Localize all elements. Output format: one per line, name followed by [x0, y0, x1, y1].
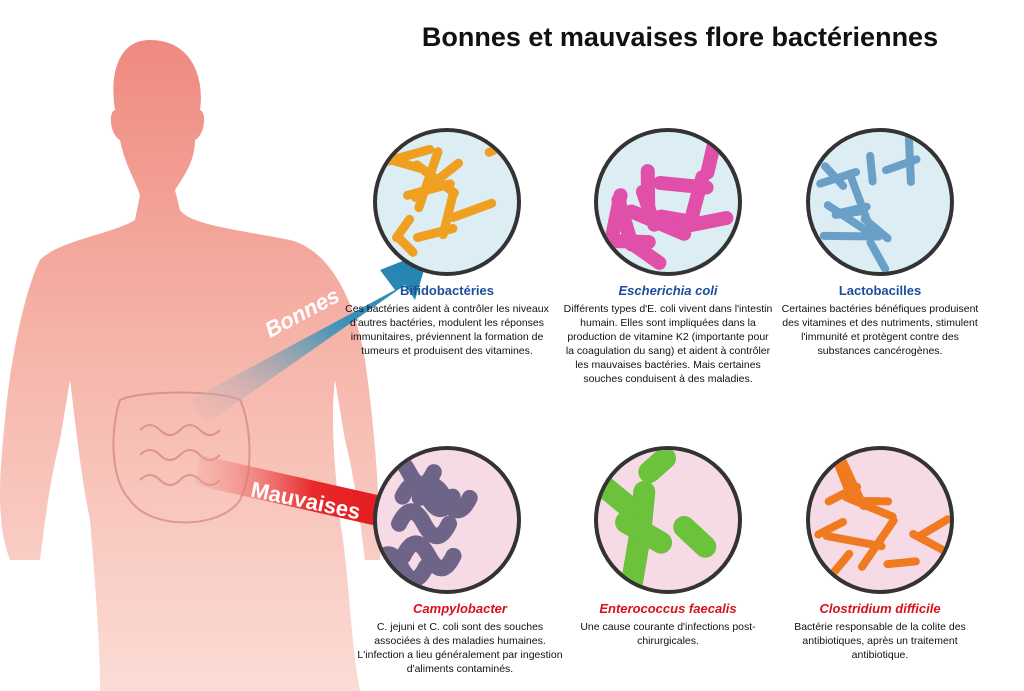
enterococcus-circle: [594, 446, 742, 594]
lactobacilli-circle: [806, 128, 954, 276]
heading: Campylobacter: [413, 601, 507, 616]
description: Certaines bactéries bénéfiques produisen…: [781, 303, 979, 357]
heading: Bifidobactéries: [400, 283, 494, 298]
clostridium-circle: [806, 446, 954, 594]
arrow-good: [190, 250, 430, 425]
page-title: Bonnes et mauvaises flore bactériennes: [421, 22, 939, 52]
arrow-bad: [195, 455, 432, 545]
human-silhouette: [0, 40, 380, 691]
e-coli-circle: [594, 128, 742, 276]
caption-campylobacter: Campylobacter C. jejuni et C. coli sont d…: [355, 601, 565, 676]
heading: Clostridium difficile: [819, 601, 941, 616]
heading: Lactobacilles: [838, 283, 922, 298]
heading: Enterococcus faecalis: [599, 601, 737, 616]
description: Bactérie responsable de la colite des an…: [794, 621, 966, 661]
heading: Escherichia coli: [618, 283, 718, 298]
description: Ces bactéries aident à contrôler les niv…: [345, 303, 549, 357]
description: Différents types d'E. coli vivent dans l…: [563, 303, 773, 385]
bifidobacteria-circle: [373, 128, 521, 276]
campylobacter-circle: [373, 446, 521, 594]
description: Une cause courante d'infections post-chi…: [580, 621, 756, 647]
description: C. jejuni et C. coli sont des souches as…: [357, 621, 563, 675]
